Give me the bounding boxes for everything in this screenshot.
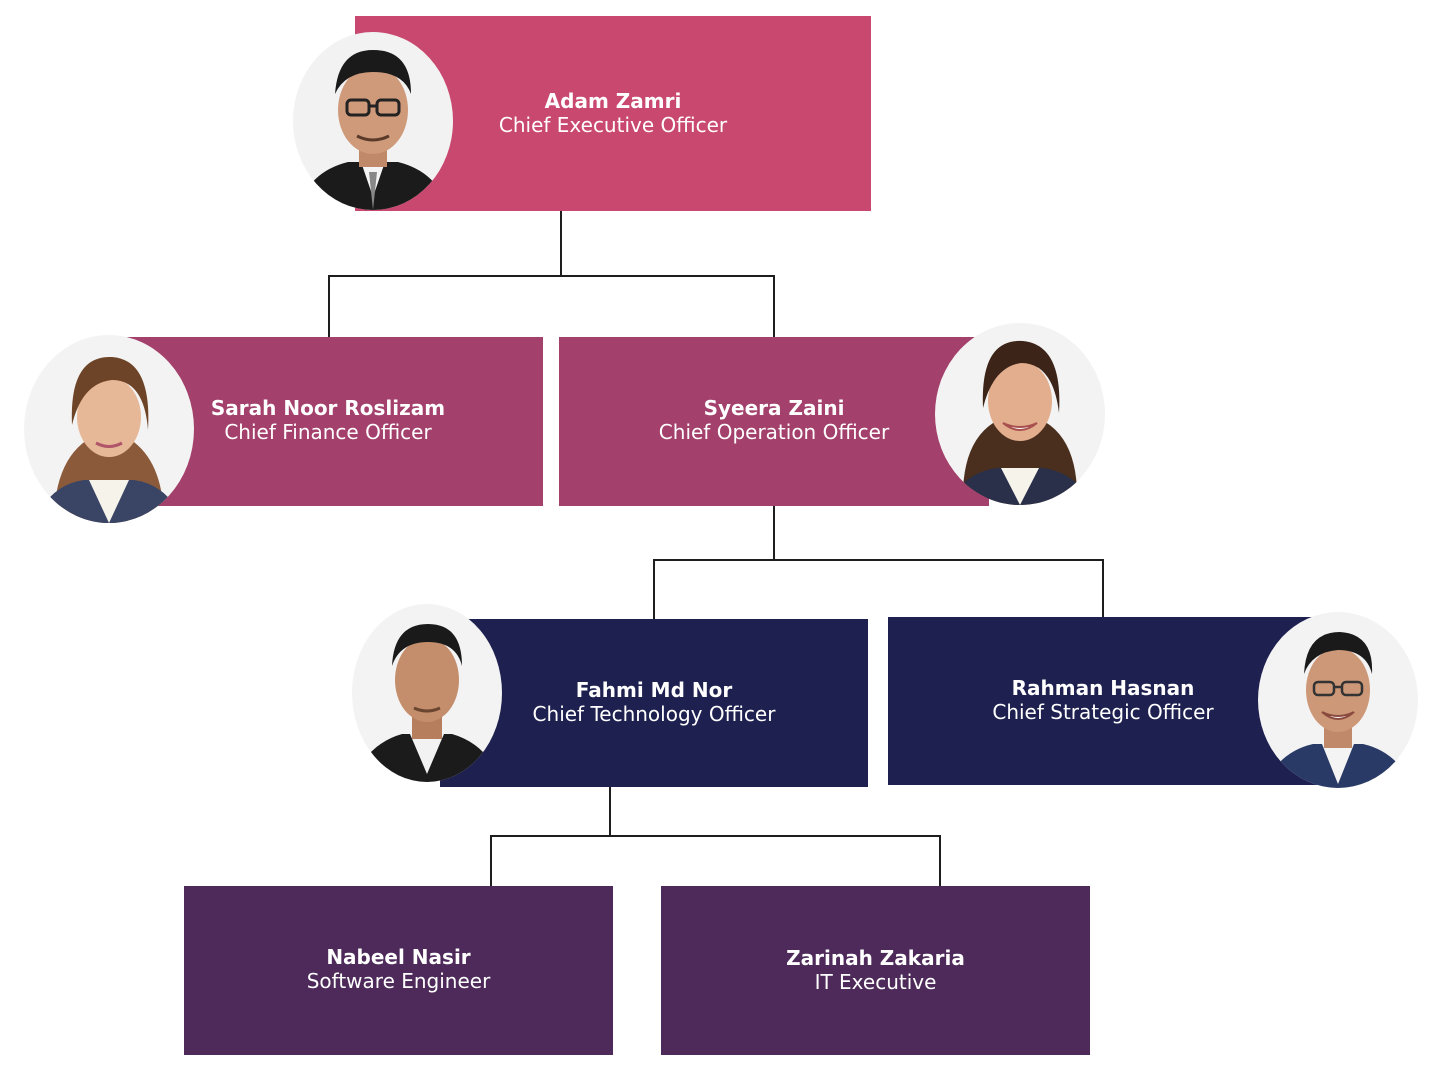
- title-software-engineer: Software Engineer: [306, 969, 491, 993]
- avatar-sarah-noor-roslizam: [24, 335, 194, 523]
- connector-coo-down: [773, 505, 775, 561]
- org-node-zarinah: [661, 886, 1090, 1055]
- connector-nabeel-up: [490, 835, 492, 887]
- label-cso: Rahman Hasnan Chief Strategic Officer: [958, 676, 1248, 724]
- label-nabeel: Nabeel Nasir Software Engineer: [184, 945, 613, 993]
- name-adam-zamri: Adam Zamri: [544, 89, 682, 113]
- title-cfo: Chief Finance Officer: [224, 420, 432, 444]
- org-node-cto: [440, 619, 868, 787]
- name-syeera-zaini: Syeera Zaini: [703, 396, 845, 420]
- label-coo: Syeera Zaini Chief Operation Officer: [630, 396, 918, 444]
- title-cso: Chief Strategic Officer: [992, 700, 1214, 724]
- name-rahman-hasnan: Rahman Hasnan: [1011, 676, 1195, 700]
- connector-ceo-down: [560, 210, 562, 276]
- connector-level1-horizontal: [328, 275, 775, 277]
- org-node-cso: [888, 617, 1318, 785]
- title-it-executive: IT Executive: [814, 970, 937, 994]
- name-zarinah-zakaria: Zarinah Zakaria: [786, 946, 965, 970]
- connector-zarinah-up: [939, 835, 941, 887]
- avatar-fahmi-md-nor: [352, 604, 502, 782]
- org-node-nabeel: [184, 886, 613, 1055]
- connector-level2-horizontal: [653, 559, 1104, 561]
- label-zarinah: Zarinah Zakaria IT Executive: [661, 946, 1090, 994]
- connector-coo-up: [773, 275, 775, 338]
- title-cto: Chief Technology Officer: [532, 702, 776, 726]
- name-sarah-noor-roslizam: Sarah Noor Roslizam: [210, 396, 446, 420]
- avatar-adam-zamri: [293, 32, 453, 210]
- name-fahmi-md-nor: Fahmi Md Nor: [575, 678, 733, 702]
- avatar-rahman-hasnan: [1258, 612, 1418, 788]
- connector-cfo-up: [328, 275, 330, 338]
- connector-cto-up: [653, 559, 655, 619]
- avatar-syeera-zaini: [935, 323, 1105, 505]
- org-node-coo: [559, 337, 989, 506]
- label-cfo: Sarah Noor Roslizam Chief Finance Office…: [180, 396, 476, 444]
- connector-cto-down: [609, 786, 611, 837]
- connector-level3-horizontal: [490, 835, 941, 837]
- title-coo: Chief Operation Officer: [658, 420, 890, 444]
- label-cto: Fahmi Md Nor Chief Technology Officer: [505, 678, 803, 726]
- name-nabeel-nasir: Nabeel Nasir: [326, 945, 471, 969]
- title-ceo: Chief Executive Officer: [498, 113, 728, 137]
- connector-cso-up: [1102, 559, 1104, 619]
- label-ceo: Adam Zamri Chief Executive Officer: [455, 89, 771, 137]
